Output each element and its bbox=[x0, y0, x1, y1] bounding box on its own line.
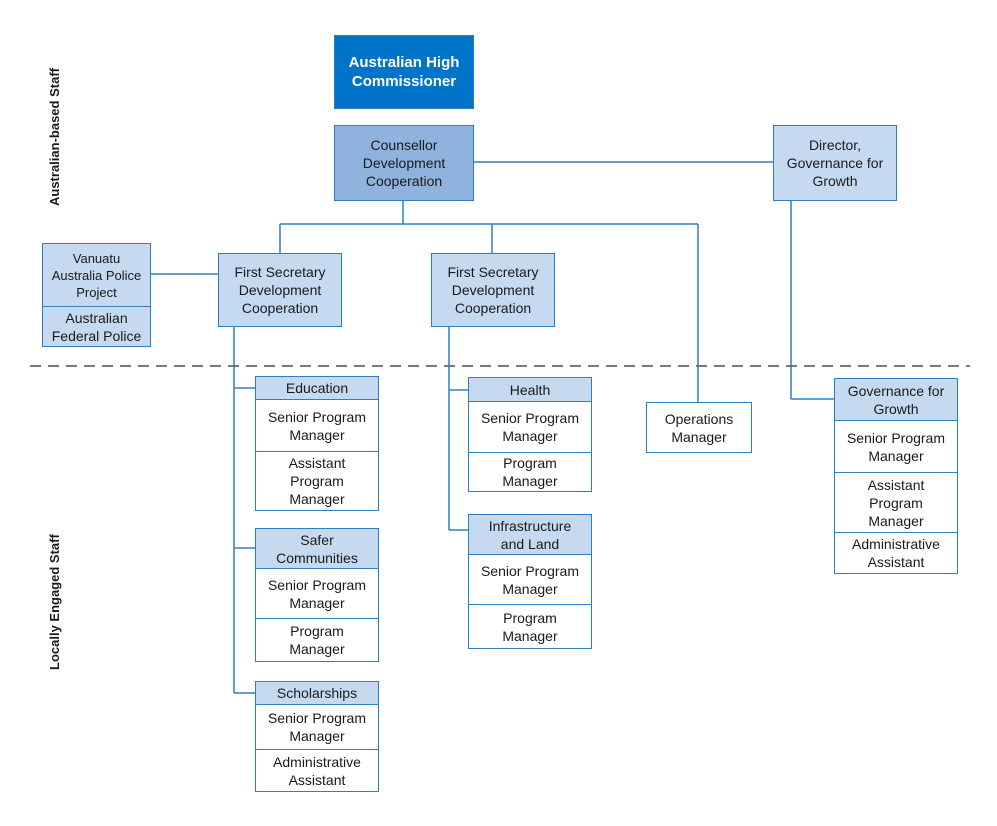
afp-box: Australian Federal Police bbox=[42, 306, 151, 347]
operations-manager-box: Operations Manager bbox=[646, 402, 752, 453]
australian-based-staff-label: Australian-based Staff bbox=[47, 68, 62, 206]
scholarships-admin-label: Administrative Assistant bbox=[273, 753, 361, 788]
safer-communities-label: Safer Communities bbox=[276, 531, 358, 566]
safer-senior-pm: Senior Program Manager bbox=[255, 568, 379, 619]
infrastructure-pm-label: Program Manager bbox=[502, 609, 558, 644]
director-governance-box: Director, Governance for Growth bbox=[773, 125, 897, 201]
counsellor-label: Counsellor Development Cooperation bbox=[362, 137, 446, 189]
safer-pm-label: Program Manager bbox=[289, 623, 345, 657]
scholarships-senior-pm-label: Senior Program Manager bbox=[267, 710, 367, 744]
governance-growth-label: Governance for Growth bbox=[847, 382, 945, 417]
locally-engaged-staff-label: Locally Engaged Staff bbox=[47, 534, 62, 670]
governance-assistant-pm: Assistant Program Manager bbox=[834, 472, 958, 533]
governance-assistant-pm-label: Assistant Program Manager bbox=[867, 476, 925, 529]
education-header: Education bbox=[255, 376, 379, 400]
scholarships-header: Scholarships bbox=[255, 681, 379, 705]
health-pm: Program Manager bbox=[468, 452, 592, 492]
health-label: Health bbox=[509, 381, 551, 398]
governance-senior-pm: Senior Program Manager bbox=[834, 420, 958, 473]
first-secretary-2-box: First Secretary Development Cooperation bbox=[431, 253, 555, 327]
health-senior-pm-label: Senior Program Manager bbox=[480, 410, 580, 444]
scholarships-label: Scholarships bbox=[276, 685, 358, 701]
health-senior-pm: Senior Program Manager bbox=[468, 401, 592, 453]
education-label: Education bbox=[285, 380, 349, 396]
education-senior-pm: Senior Program Manager bbox=[255, 399, 379, 452]
governance-senior-pm-label: Senior Program Manager bbox=[846, 429, 946, 464]
infrastructure-pm: Program Manager bbox=[468, 604, 592, 649]
first-secretary-2-label: First Secretary Development Cooperation bbox=[447, 264, 539, 316]
education-senior-pm-label: Senior Program Manager bbox=[267, 408, 367, 443]
scholarships-admin: Administrative Assistant bbox=[255, 749, 379, 792]
governance-admin-label: Administrative Assistant bbox=[852, 536, 940, 570]
high-commissioner-label: Australian High Commissioner bbox=[348, 54, 460, 90]
counsellor-box: Counsellor Development Cooperation bbox=[334, 125, 474, 201]
afp-label: Australian Federal Police bbox=[51, 309, 142, 344]
first-secretary-1-label: First Secretary Development Cooperation bbox=[234, 264, 326, 316]
infrastructure-label: Infrastructure and Land bbox=[488, 517, 572, 552]
safer-pm: Program Manager bbox=[255, 618, 379, 662]
health-pm-label: Program Manager bbox=[502, 455, 558, 489]
operations-manager-label: Operations Manager bbox=[664, 410, 734, 445]
education-assistant-pm: Assistant Program Manager bbox=[255, 451, 379, 511]
infrastructure-senior-pm-label: Senior Program Manager bbox=[480, 562, 580, 597]
safer-communities-header: Safer Communities bbox=[255, 528, 379, 569]
vanuatu-police-project-label: Vanuatu Australia Police Project bbox=[51, 250, 142, 300]
infrastructure-senior-pm: Senior Program Manager bbox=[468, 554, 592, 605]
scholarships-senior-pm: Senior Program Manager bbox=[255, 704, 379, 750]
first-secretary-1-box: First Secretary Development Cooperation bbox=[218, 253, 342, 327]
infrastructure-header: Infrastructure and Land bbox=[468, 514, 592, 555]
education-assistant-pm-label: Assistant Program Manager bbox=[288, 455, 346, 507]
vanuatu-police-project-box: Vanuatu Australia Police Project bbox=[42, 243, 151, 307]
high-commissioner-box: Australian High Commissioner bbox=[334, 35, 474, 109]
health-header: Health bbox=[468, 377, 592, 402]
safer-senior-pm-label: Senior Program Manager bbox=[267, 576, 367, 611]
governance-growth-header: Governance for Growth bbox=[834, 378, 958, 421]
director-governance-label: Director, Governance for Growth bbox=[786, 137, 884, 189]
governance-admin: Administrative Assistant bbox=[834, 532, 958, 574]
